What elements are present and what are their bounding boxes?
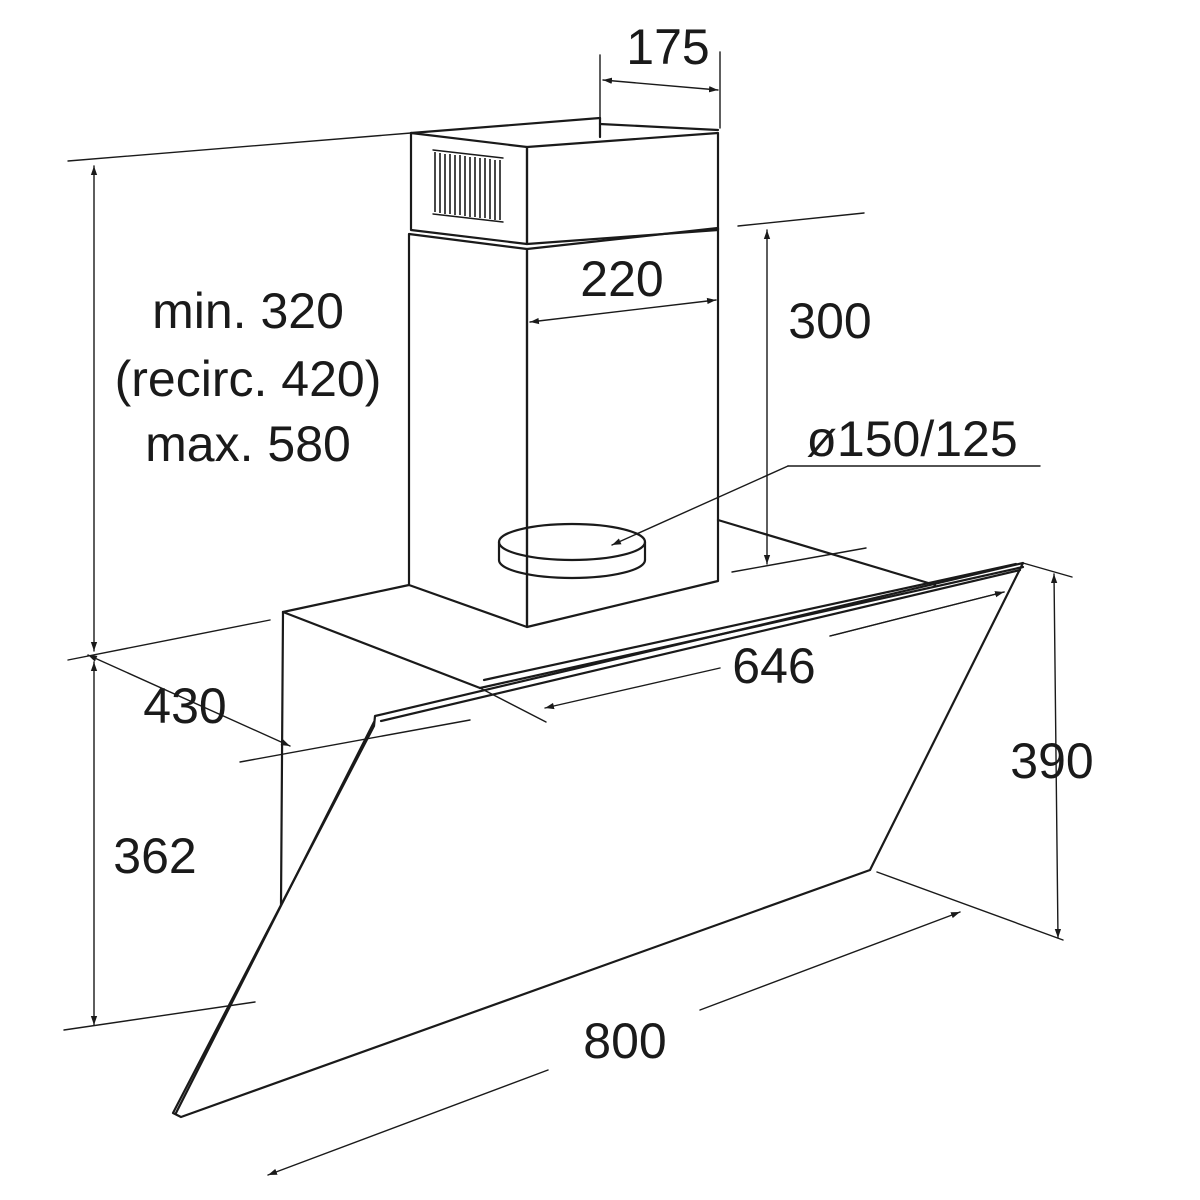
vent-grille-icon <box>432 149 504 223</box>
dim-arrow-800-left <box>267 1069 549 1176</box>
dim-leader-outlet <box>611 465 789 546</box>
chimney <box>407 116 720 629</box>
dim-arrow-175 <box>602 77 719 93</box>
dim-arrow-800-right <box>699 911 961 1011</box>
hood-canopy <box>171 518 1025 1119</box>
label-outlet-diameter: ø150/125 <box>806 411 1017 467</box>
label-upper-duct-height: 300 <box>788 293 871 349</box>
upper-chimney <box>409 116 720 246</box>
label-chimney-height-recirc: (recirc. 420) <box>115 351 382 407</box>
duct-outlet-icon <box>497 522 647 580</box>
label-hood-depth: 430 <box>143 678 226 734</box>
lower-chimney <box>407 226 720 629</box>
label-chimney-height-max: max. 580 <box>145 416 351 472</box>
dim-arrow-220 <box>529 297 717 325</box>
dim-arrow-646-right <box>829 591 1005 637</box>
dimension-lines <box>63 51 1073 1176</box>
dim-arrow-390 <box>1050 573 1062 939</box>
label-hood-side-height: 362 <box>113 828 196 884</box>
label-chimney-depth: 175 <box>626 19 709 75</box>
label-chimney-height-min: min. 320 <box>152 283 344 339</box>
label-glass-height: 390 <box>1010 733 1093 789</box>
label-chimney-width: 220 <box>580 251 663 307</box>
label-hood-width: 800 <box>583 1013 666 1069</box>
dimension-labels: 175 220 min. 320 (recirc. 420) max. 580 … <box>113 19 1093 1069</box>
label-hood-inner-width: 646 <box>732 638 815 694</box>
dim-arrow-430 <box>87 654 291 747</box>
dim-arrow-646-left <box>544 667 721 710</box>
